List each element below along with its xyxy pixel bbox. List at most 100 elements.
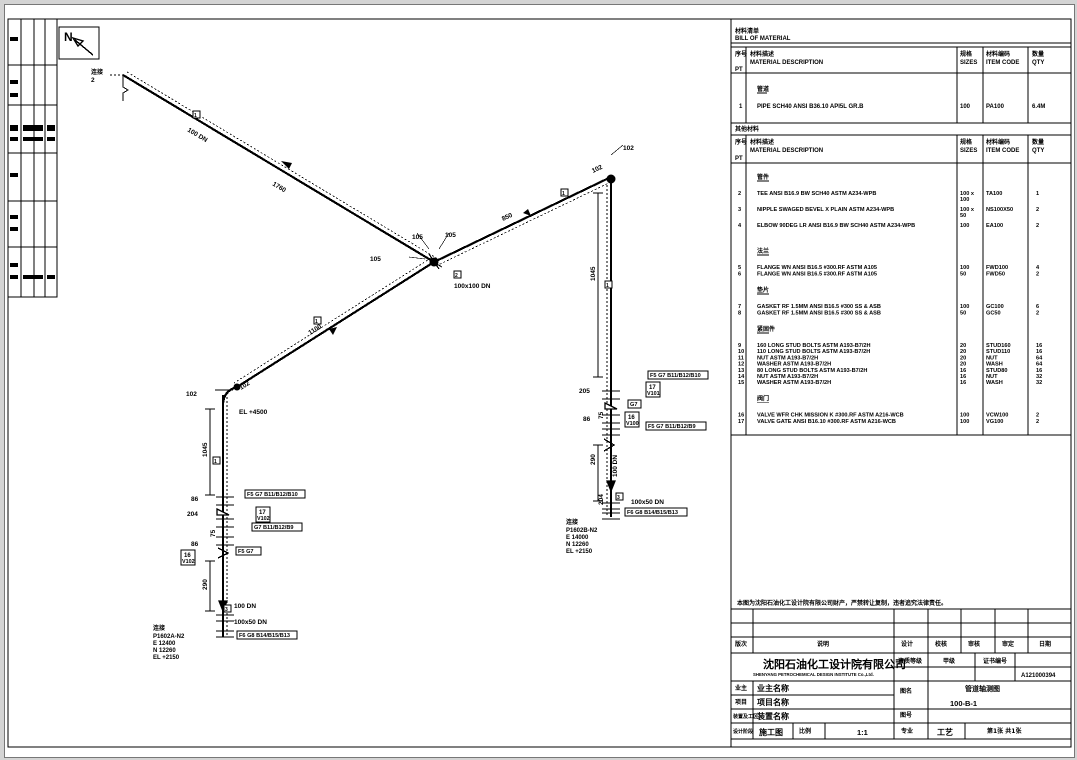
north-arrow: N xyxy=(58,26,100,60)
svg-text:1:1: 1:1 xyxy=(857,728,868,737)
svg-text:105: 105 xyxy=(370,256,381,263)
svg-text:SHENYANG PETROCHEMICAL DESIGN: SHENYANG PETROCHEMICAL DESIGN INSTITUTE … xyxy=(753,672,874,677)
bom-row-desc: 110 LONG STUD BOLTS ASTM A193-B7/2H xyxy=(757,349,870,355)
svg-text:设计阶段: 设计阶段 xyxy=(733,728,753,735)
bom-row-desc: NIPPLE SWAGED BEVEL X PLAIN ASTM A234-WP… xyxy=(757,207,894,213)
svg-text:项目名称: 项目名称 xyxy=(757,697,789,707)
bom-row-pt: 7 xyxy=(738,304,741,310)
svg-text:205: 205 xyxy=(579,388,590,395)
bom-row-size: 100 xyxy=(960,265,969,271)
svg-text:A121000394: A121000394 xyxy=(1021,673,1056,679)
svg-text:1760: 1760 xyxy=(271,181,287,195)
svg-text:1045: 1045 xyxy=(202,442,209,457)
svg-text:ITEM CODE: ITEM CODE xyxy=(986,148,1019,154)
bom-row-pt: 3 xyxy=(738,207,741,213)
svg-text:86: 86 xyxy=(583,416,591,423)
svg-text:P1602B-N2: P1602B-N2 xyxy=(566,528,598,534)
svg-text:数量: 数量 xyxy=(1032,138,1044,146)
bom-row-qty: 4 xyxy=(1036,265,1040,271)
bom-row-qty: 16 xyxy=(1036,343,1042,349)
bom-row-qty: 16 xyxy=(1036,349,1042,355)
bom-row-qty: 64 xyxy=(1036,362,1043,368)
bom-row-pt: 14 xyxy=(738,374,745,380)
bom-row-pt: 8 xyxy=(738,311,741,317)
bom-row-code: STUD80 xyxy=(986,368,1007,374)
bom-row-desc: ELBOW 90DEG LR ANSI B16.9 BW SCH40 ASTM … xyxy=(757,223,915,229)
bom-row-code: NUT xyxy=(986,374,998,380)
bom-row-code: VCW100 xyxy=(986,412,1008,418)
bom-row-qty: 1 xyxy=(1036,191,1039,197)
svg-text:290: 290 xyxy=(590,454,597,465)
svg-text:86: 86 xyxy=(191,496,199,503)
svg-text:3: 3 xyxy=(225,607,228,613)
svg-text:校核: 校核 xyxy=(935,640,947,648)
bom-row-desc: WASHER ASTM A193-B7/2H xyxy=(757,380,831,386)
svg-text:版次: 版次 xyxy=(734,640,747,648)
bom-row-pt: 12 xyxy=(738,362,744,368)
svg-text:75: 75 xyxy=(210,529,217,537)
bom-row-qty: 2 xyxy=(1036,223,1039,229)
svg-text:审核: 审核 xyxy=(968,640,980,648)
bom-row-desc: NUT ASTM A193-B7/2H xyxy=(757,355,818,361)
north-label: N xyxy=(64,30,73,44)
svg-text:其他材料: 其他材料 xyxy=(735,125,759,133)
bom-row-code: WASH xyxy=(986,380,1003,386)
svg-text:1: 1 xyxy=(739,104,743,110)
svg-text:F5 G7 B11/B12/B10: F5 G7 B11/B12/B10 xyxy=(247,492,298,498)
bom-row-qty: 64 xyxy=(1036,355,1043,361)
svg-text:PT: PT xyxy=(735,156,743,162)
copyright-notice: 本图为沈阳石油化工设计院有限公司财产，严禁转让复制，违者追究法律责任。 xyxy=(737,599,947,607)
svg-text:2: 2 xyxy=(455,273,458,279)
svg-text:1045: 1045 xyxy=(590,266,597,281)
bom-row-size: 100 x xyxy=(960,207,975,213)
bom-row-desc: NUT ASTM A193-B7/2H xyxy=(757,374,818,380)
svg-text:连接: 连接 xyxy=(566,518,578,526)
bom-row-code: FWD100 xyxy=(986,265,1008,271)
svg-text:204: 204 xyxy=(187,511,198,518)
svg-text:V102: V102 xyxy=(182,559,195,565)
svg-text:E 14000: E 14000 xyxy=(566,535,589,541)
svg-text:16: 16 xyxy=(184,553,191,559)
bom-row-pt: 16 xyxy=(738,412,744,418)
svg-text:1: 1 xyxy=(606,283,609,289)
drawing-title: 管道轴测图 xyxy=(965,684,1000,693)
bom-group-title: 法兰 xyxy=(757,247,769,255)
pipe-route xyxy=(110,71,616,637)
svg-text:102: 102 xyxy=(623,145,634,152)
bom-row-size: 50 xyxy=(960,213,966,219)
bom-row-code: GC50 xyxy=(986,311,1001,317)
svg-text:图号: 图号 xyxy=(900,711,912,719)
bom-row-qty: 2 xyxy=(1036,311,1039,317)
svg-text:1: 1 xyxy=(562,191,565,197)
svg-text:105: 105 xyxy=(445,232,456,239)
svg-text:290: 290 xyxy=(202,579,209,590)
svg-text:MATERIAL DESCRIPTION: MATERIAL DESCRIPTION xyxy=(750,148,823,154)
bom-row-code: WASH xyxy=(986,362,1003,368)
svg-text:F5 G7 B11/B12/B9: F5 G7 B11/B12/B9 xyxy=(648,424,696,430)
svg-text:850: 850 xyxy=(501,212,514,223)
bom-row-desc: TEE ANSI B16.9 BW SCH40 ASTM A234-WPB xyxy=(757,191,876,197)
bom-row-code: TA100 xyxy=(986,191,1002,197)
left-stamp-table xyxy=(7,18,58,298)
svg-text:V102: V102 xyxy=(257,516,270,522)
svg-text:G7: G7 xyxy=(630,402,637,408)
svg-text:装置名称: 装置名称 xyxy=(756,711,789,721)
bom-row-code: GC100 xyxy=(986,304,1004,310)
svg-text:1: 1 xyxy=(315,319,318,325)
bom-row-size: 20 xyxy=(960,349,966,355)
title-block: 本图为沈阳石油化工设计院有限公司财产，严禁转让复制，违者追究法律责任。 版次 说… xyxy=(731,599,1071,740)
svg-text:N 12260: N 12260 xyxy=(153,648,176,654)
isometric-drawing: N xyxy=(7,18,1072,748)
svg-text:2: 2 xyxy=(91,77,95,84)
svg-text:100 DN: 100 DN xyxy=(234,603,256,610)
bom-row-size: 16 xyxy=(960,368,966,374)
svg-text:日期: 日期 xyxy=(1039,640,1051,648)
bom-row-qty: 2 xyxy=(1036,419,1039,425)
bom-row-desc: 160 LONG STUD BOLTS ASTM A193-B7/2H xyxy=(757,343,871,349)
bom-row-size: 50 xyxy=(960,272,966,278)
svg-text:3: 3 xyxy=(617,495,620,501)
svg-text:连接: 连接 xyxy=(91,68,103,76)
svg-text:BILL OF MATERIAL: BILL OF MATERIAL xyxy=(735,36,791,42)
bom-row-pt: 4 xyxy=(738,223,742,229)
